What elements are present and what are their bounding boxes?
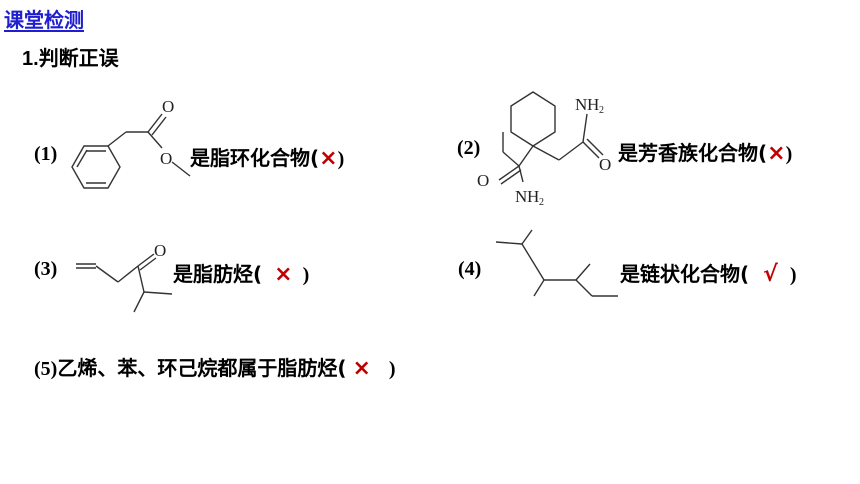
item-1-text: 是脂环化合物( [190,146,320,170]
item-4-row: 是链状化合物( √) [620,258,797,287]
item-2-mark-cross-icon: × [767,141,786,166]
item-4-close: ) [789,264,797,286]
molecule-3-structure: O [76,241,173,313]
atom-o: O [162,97,174,116]
svg-text:2: 2 [599,105,604,116]
svg-text:2: 2 [539,197,544,208]
item-2-label: (2) [457,137,481,159]
item-2-close: ) [785,143,793,165]
item-4-mark-check-icon: √ [763,262,778,287]
item-1-mark-cross-icon: × [319,146,338,171]
atom-o: O [477,171,489,190]
item-3-mark-cross-icon: × [274,262,293,287]
svg-text:N: N [575,95,587,114]
svg-text:H: H [527,187,539,206]
item-4-label: (4) [458,258,482,280]
item-1-close: ) [337,148,345,170]
heading-number: 1. [22,48,39,70]
group-nh2-bottom: N H 2 [515,187,544,208]
item-3-close: ) [302,264,310,286]
svg-text:H: H [587,95,599,114]
item-3-label: (3) [34,258,58,280]
item-2-row: 是芳香族化合物(×) [618,137,792,166]
atom-o: O [160,149,172,168]
item-3-text: 是脂肪烃( [173,262,263,286]
item-3-row: 是脂肪烃( ×) [173,258,309,287]
atom-o: O [154,241,166,260]
item-5-close: ) [388,358,396,380]
atom-o: O [599,155,611,174]
item-2-text: 是芳香族化合物( [618,141,768,165]
heading-text: 判断正误 [38,46,119,70]
item-1-row: 是脂环化合物(×) [190,142,344,171]
molecule-4-structure [495,229,618,297]
item-5-text: 乙烯、苯、环己烷都属于脂肪烃( [57,356,347,380]
item-4-text: 是链状化合物( [620,262,750,286]
page-title: 课堂检测 [4,8,84,32]
item-5-label: (5) [34,358,58,380]
molecule-2-structure: O O N H 2 N H 2 [477,91,611,208]
item-5-row: (5)乙烯、苯、环己烷都属于脂肪烃(×) [34,352,396,381]
section-heading: 1.判断正误 [22,42,119,71]
svg-text:N: N [515,187,527,206]
item-5-mark-cross-icon: × [352,356,371,381]
molecule-1-structure: O O [71,97,191,189]
group-nh2-top: N H 2 [575,95,604,116]
item-1-label: (1) [34,143,58,165]
